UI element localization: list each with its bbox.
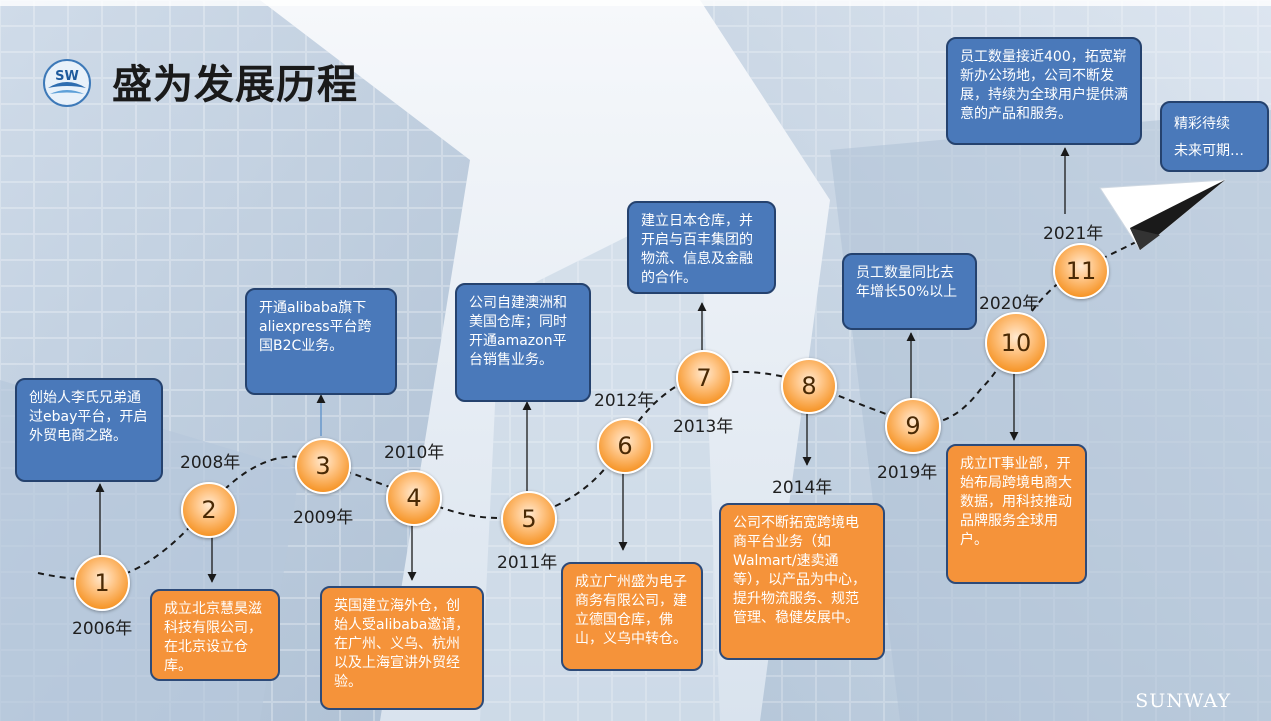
milestone-box-2006: 创始人李氏兄弟通过ebay平台，开启外贸电商之路。 [15,378,163,482]
year-label-2019: 2019年 [877,458,937,483]
milestone-box-2010: 英国建立海外仓，创始人受alibaba邀请，在广州、义乌、杭州以及上海宣讲外贸经… [320,586,484,710]
milestone-node-10: 10 [985,312,1047,374]
milestone-box-2013: 建立日本仓库，并开启与百丰集团的物流、信息及金融的合作。 [627,201,776,294]
year-label-2009: 2009年 [293,503,353,528]
milestone-box-2011: 公司自建澳洲和美国仓库；同时开通amazon平台销售业务。 [455,283,591,402]
year-label-2020: 2020年 [979,289,1039,314]
milestone-box-2021: 员工数量接近400，拓宽崭新办公场地，公司不断发展，持续为全球用户提供满意的产品… [946,37,1142,145]
year-label-2013: 2013年 [673,412,733,437]
future-line-1: 精彩待续 [1174,115,1255,134]
milestone-box-2012: 成立广州盛为电子商务有限公司，建立德国仓库，佛山，义乌中转仓。 [561,562,703,671]
milestone-box-2020: 成立IT事业部，开始布局跨境电商大数据，用科技推动品牌服务全球用户。 [946,444,1087,584]
milestone-node-5: 5 [501,491,557,547]
year-label-2012: 2012年 [594,386,654,411]
milestone-node-2: 2 [181,482,237,538]
milestone-node-4: 4 [386,470,442,526]
brand-watermark: SUNWAY [1135,690,1231,712]
milestone-node-6: 6 [597,418,653,474]
year-label-2006: 2006年 [72,614,132,639]
paper-plane-icon [1100,180,1225,250]
milestone-box-2019: 员工数量同比去年增长50%以上 [842,253,977,330]
milestone-node-9: 9 [885,398,941,454]
milestone-node-1: 1 [74,555,130,611]
milestone-node-11: 11 [1053,243,1109,299]
milestone-box-2008: 成立北京慧昊滋科技有限公司，在北京设立仓库。 [150,589,280,681]
year-label-2010: 2010年 [384,438,444,463]
year-label-2014: 2014年 [772,473,832,498]
milestone-box-2009: 开通alibaba旗下aliexpress平台跨国B2C业务。 [245,288,397,395]
milestone-node-7: 7 [676,350,732,406]
year-label-2008: 2008年 [180,448,240,473]
milestone-node-3: 3 [295,438,351,494]
future-line-2: 未来可期… [1174,142,1255,161]
milestone-box-2014: 公司不断拓宽跨境电商平台业务（如Walmart/速卖通等），以产品为中心，提升物… [719,503,885,660]
year-label-2011: 2011年 [497,548,557,573]
future-box: 精彩待续 未来可期… [1160,101,1269,172]
year-label-2021: 2021年 [1043,219,1103,244]
milestone-node-8: 8 [781,358,837,414]
